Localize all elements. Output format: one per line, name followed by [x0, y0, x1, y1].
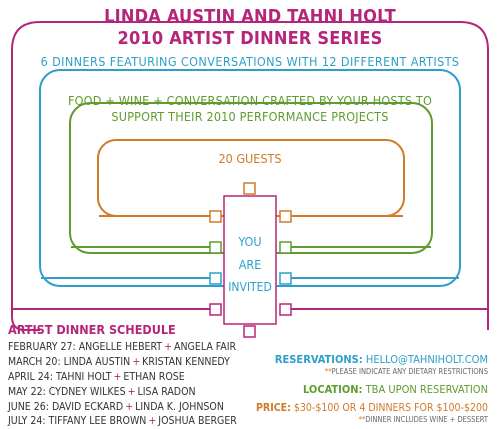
schedule-heading: ARTIST DINNER SCHEDULE [8, 322, 176, 337]
chair [279, 241, 292, 254]
invited-line2: ARE [238, 257, 262, 272]
chair [279, 272, 292, 285]
reservations-note: **PLEASE INDICATE ANY DIETARY RESTRICTIO… [324, 367, 488, 376]
chair [209, 241, 222, 254]
schedule-row: FEBRUARY 27: ANGELLE HEBERT+ANGELA FAIR [8, 341, 237, 353]
tagline-green-line1: FOOD + WINE + CONVERSATION CRAFTED BY YO… [67, 93, 433, 108]
chair [243, 182, 256, 195]
chair [279, 303, 292, 316]
tagline-green-line2: SUPPORT THEIR 2010 PERFORMANCE PROJECTS [111, 109, 389, 124]
price-note: **DINNER INCLUDES WINE + DESSERT [358, 415, 488, 424]
chair [209, 272, 222, 285]
location-line: LOCATION: TBA UPON RESERVATION [303, 383, 488, 396]
schedule-row: JUNE 26: DAVID ECKARD+LINDA K. JOHNSON [8, 401, 224, 413]
chair [209, 210, 222, 223]
schedule-row: APRIL 24: TAHNI HOLT+ETHAN ROSE [8, 371, 185, 383]
price-line: PRICE: $30-$100 OR 4 DINNERS FOR $100-$2… [256, 402, 488, 414]
dinner-table [223, 195, 277, 325]
page-subtitle: 2010 ARTIST DINNER SERIES [117, 28, 383, 49]
magenta-frame [11, 21, 489, 331]
invited-line1: YOU [238, 234, 262, 249]
reservations-line: RESERVATIONS: HELLO@TAHNIHOLT.COM [274, 353, 488, 366]
chair [243, 325, 256, 338]
guests-label: 20 GUESTS [218, 151, 282, 166]
chair [279, 210, 292, 223]
chair [209, 303, 222, 316]
page-title: LINDA AUSTIN AND TAHNI HOLT [104, 6, 396, 27]
schedule-row: JULY 24: TIFFANY LEE BROWN+JOSHUA BERGER [8, 415, 237, 427]
invited-line3: INVITED [228, 280, 272, 294]
tagline-blue: 6 DINNERS FEATURING CONVERSATIONS WITH 1… [40, 54, 460, 69]
reservations-email[interactable]: HELLO@TAHNIHOLT.COM [365, 353, 488, 366]
schedule-row: MAY 22: CYDNEY WILKES+LISA RADON [8, 386, 196, 398]
schedule-row: MARCH 20: LINDA AUSTIN+KRISTAN KENNEDY [8, 356, 230, 368]
